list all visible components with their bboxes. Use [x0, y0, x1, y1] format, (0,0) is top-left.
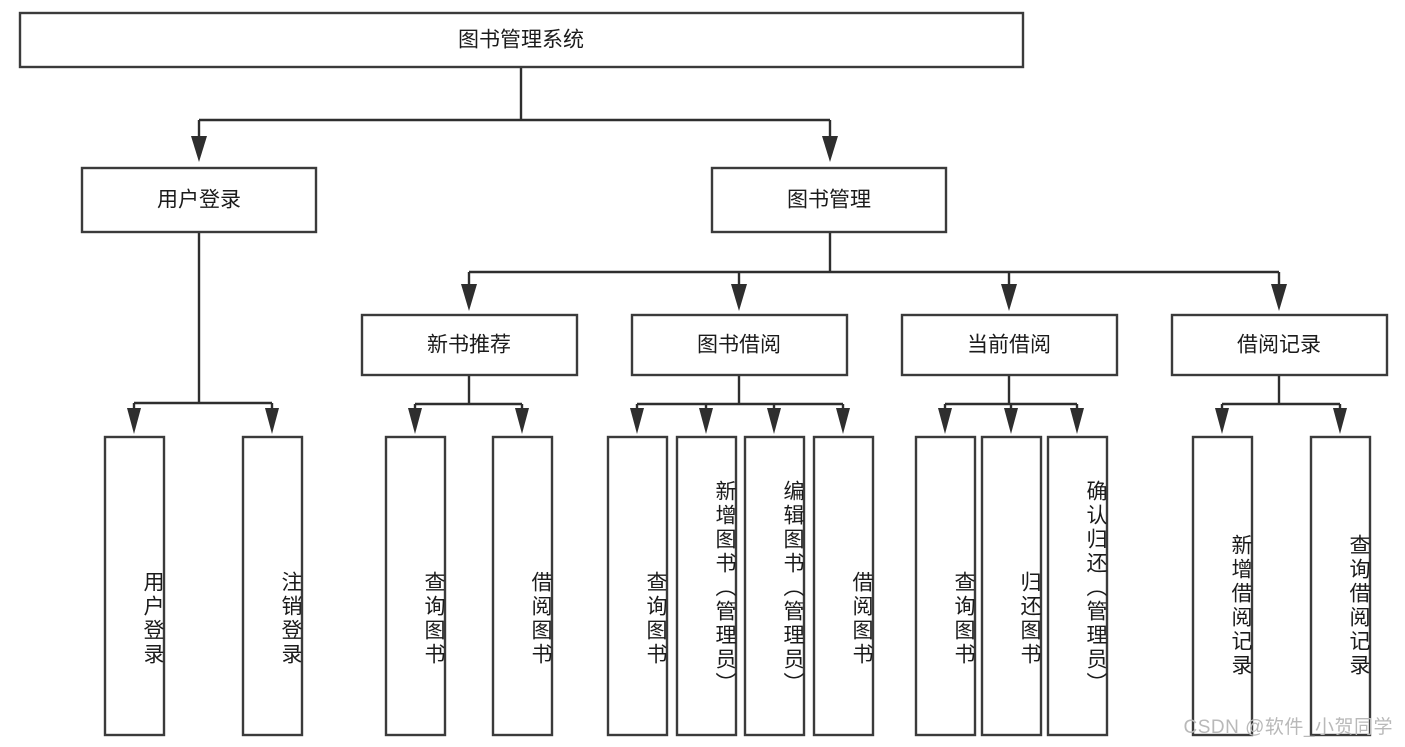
- arrow-head-icon: [1070, 408, 1084, 434]
- node-box-root[interactable]: [18, 11, 1025, 69]
- arrow-head-icon: [767, 408, 781, 434]
- arrow-head-icon: [1215, 408, 1229, 434]
- node-box-borrow-record[interactable]: [1170, 313, 1389, 377]
- node-label-borrow-record: 借阅记录: [1237, 334, 1321, 357]
- arrow-head-icon: [938, 408, 952, 434]
- connector-group-book-mgmt: [461, 232, 1287, 311]
- arrow-head-icon: [191, 136, 207, 162]
- leaf-box-book-borrow-2[interactable]: [743, 435, 806, 737]
- leaf-box-current-borrow-2[interactable]: [1046, 435, 1109, 737]
- arrow-head-icon: [822, 136, 838, 162]
- arrow-head-icon: [699, 408, 713, 434]
- leaf-box-borrow-record-1[interactable]: [1309, 435, 1372, 737]
- arrow-head-icon: [408, 408, 422, 434]
- connector-group-borrow-record: [1215, 375, 1347, 434]
- leaf-box-book-borrow-3[interactable]: [812, 435, 875, 737]
- node-label-root: 图书管理系统: [458, 29, 584, 52]
- arrow-head-icon: [630, 408, 644, 434]
- node-box-book-borrow[interactable]: [630, 313, 849, 377]
- node-box-user-login[interactable]: [80, 166, 318, 234]
- leaf-box-borrow-record-0[interactable]: [1191, 435, 1254, 737]
- node-box-current-borrow[interactable]: [900, 313, 1119, 377]
- csdn-watermark: CSDN @软件_小贺同学: [1183, 717, 1393, 738]
- arrow-head-icon: [1004, 408, 1018, 434]
- node-box-book-management[interactable]: [710, 166, 948, 234]
- connector-group-root: [191, 67, 838, 162]
- leaf-box-book-borrow-1[interactable]: [675, 435, 738, 737]
- node-box-new-book-recommend[interactable]: [360, 313, 579, 377]
- arrow-head-icon: [1271, 284, 1287, 311]
- node-label-current-borrow: 当前借阅: [967, 334, 1051, 357]
- leaf-box-new-book-0[interactable]: [384, 435, 447, 737]
- leaf-box-user-login-0[interactable]: [103, 435, 166, 737]
- node-label-user-login: 用户登录: [157, 189, 241, 212]
- arrow-head-icon: [1001, 284, 1017, 311]
- connector-group-new-book: [408, 375, 529, 434]
- arrow-head-icon: [836, 408, 850, 434]
- leaf-box-user-login-1[interactable]: [241, 435, 304, 737]
- leaf-box-book-borrow-0[interactable]: [606, 435, 669, 737]
- arrow-head-icon: [265, 408, 279, 434]
- arrow-head-icon: [1333, 408, 1347, 434]
- leaf-box-current-borrow-1[interactable]: [980, 435, 1043, 737]
- node-label-new-book-recommend: 新书推荐: [427, 334, 511, 357]
- arrow-head-icon: [515, 408, 529, 434]
- arrow-head-icon: [731, 284, 747, 311]
- leaf-box-current-borrow-0[interactable]: [914, 435, 977, 737]
- arrow-head-icon: [127, 408, 141, 434]
- node-label-book-borrow: 图书借阅: [697, 334, 781, 357]
- leaf-box-new-book-1[interactable]: [491, 435, 554, 737]
- connector-group-current-borrow: [938, 375, 1084, 434]
- connector-group-user-login: [127, 232, 279, 434]
- arrow-head-icon: [461, 284, 477, 311]
- node-label-book-management: 图书管理: [787, 189, 871, 212]
- connector-group-book-borrow: [630, 375, 850, 434]
